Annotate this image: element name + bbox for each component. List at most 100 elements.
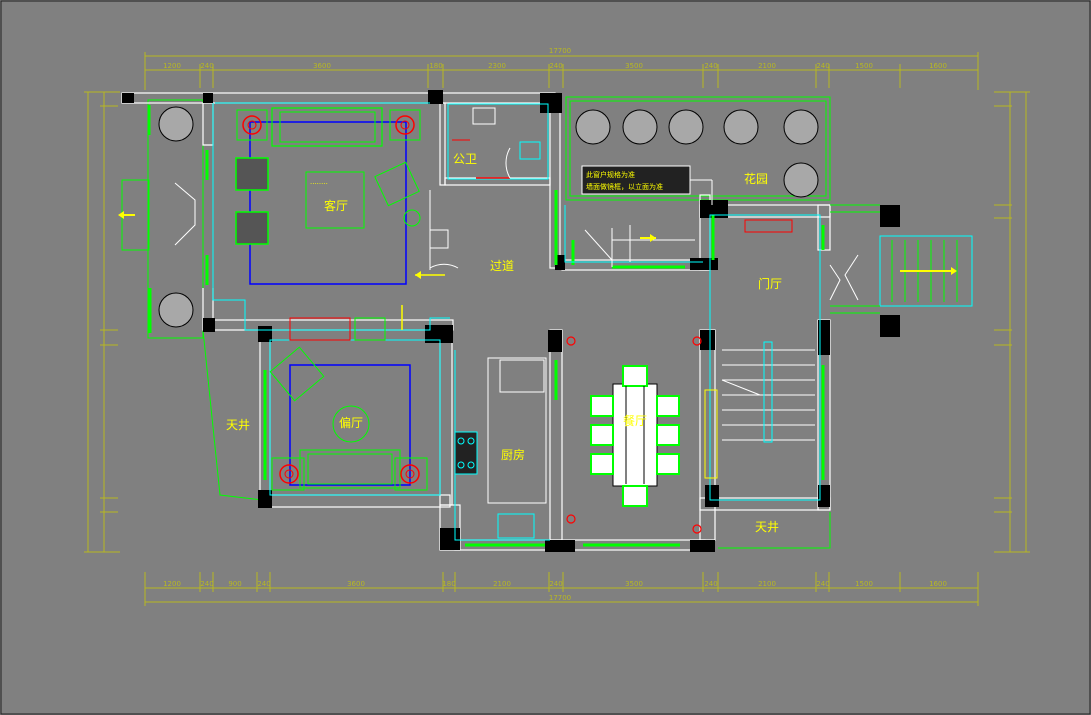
dining-chair-icon <box>622 485 648 507</box>
dim-label: 180 <box>442 580 455 588</box>
red-cabinet <box>744 219 793 233</box>
cyan-outlines <box>212 102 973 541</box>
wall-light-icon <box>692 524 702 534</box>
dining-chair-icon <box>656 453 680 475</box>
side-table-right <box>394 457 428 491</box>
wall-light-icon <box>566 514 576 524</box>
dim-label: 3600 <box>313 62 331 70</box>
dim-label: 3500 <box>625 580 643 588</box>
wall-light-icon <box>566 336 576 346</box>
windows <box>147 105 825 547</box>
side-table-right <box>389 109 421 141</box>
arrow-icon <box>415 271 421 279</box>
burner-icon <box>457 461 465 469</box>
dim-label: 900 <box>228 580 241 588</box>
corridor-elements <box>401 190 459 330</box>
burner-icon <box>467 461 475 469</box>
dim-label: 240 <box>200 62 213 70</box>
top-segment-labels: 1200 240 3600 180 2300 240 3500 240 2100… <box>163 62 947 70</box>
door-swing <box>505 147 511 179</box>
tree-icon <box>723 109 759 145</box>
kitchen-counter <box>487 357 547 504</box>
dim-label: 1200 <box>163 580 181 588</box>
room-label-patio-right: 天井 <box>755 520 779 534</box>
upper-stairs <box>584 225 695 267</box>
cabinet-green <box>354 317 386 341</box>
garden-boundary <box>147 96 831 549</box>
room-label-dining: 餐厅 <box>623 413 647 428</box>
side-dimensions <box>84 91 1030 553</box>
lounge-chair-icon <box>269 346 325 402</box>
wall-light-icon <box>692 336 702 346</box>
tree-icon <box>158 106 194 142</box>
dining-chair-icon <box>622 365 648 387</box>
top-total-dimension: 17700 <box>549 47 571 55</box>
toilet-icon <box>519 141 541 160</box>
round-table <box>332 405 370 443</box>
lamp-icon <box>242 115 262 135</box>
dim-label: 2100 <box>493 580 511 588</box>
dim-label: 3600 <box>347 580 365 588</box>
room-label-lounge: 偏厅 <box>339 415 363 430</box>
room-label-bathroom: 公卫 <box>453 152 477 166</box>
garden-note-line-1: 此窗户规格为准 <box>586 170 635 179</box>
dim-label: 240 <box>200 580 213 588</box>
room-label-foyer: 门厅 <box>758 276 782 291</box>
room-label-garden: 花园 <box>744 171 768 186</box>
armchair-icon <box>235 157 269 191</box>
garden-note-box: 此窗户规格为准 墙面做镜框，以立面为准 <box>581 165 713 205</box>
arrow-icon <box>951 267 957 275</box>
dim-label: 240 <box>704 62 717 70</box>
foyer-door <box>829 254 859 301</box>
sofa-icon <box>271 107 383 147</box>
stair-arrows <box>415 234 957 279</box>
dim-label: 240 <box>704 580 717 588</box>
dim-label: 240 <box>549 580 562 588</box>
side-table-left <box>236 109 268 141</box>
room-label-patio-left: 天井 <box>226 418 250 432</box>
dim-label: 240 <box>816 62 829 70</box>
bottom-dimensions <box>144 572 979 606</box>
dim-label: 180 <box>429 62 442 70</box>
stove-icon <box>454 431 478 475</box>
room-label-living: 客厅 <box>324 198 348 213</box>
dim-label: 240 <box>257 580 270 588</box>
room-label-corridor: 过道 <box>490 259 514 273</box>
dim-label: 1600 <box>929 580 947 588</box>
living-rug <box>249 121 407 285</box>
coffee-table <box>305 171 365 229</box>
dim-label: 240 <box>816 580 829 588</box>
lounge-rug <box>289 364 411 486</box>
tree-icon <box>622 109 658 145</box>
arrow-icon <box>118 211 124 219</box>
lower-stairs <box>721 349 815 441</box>
dim-label: 1600 <box>929 62 947 70</box>
lamp-icon-inner <box>405 469 415 479</box>
kitchen-fixtures <box>454 357 547 539</box>
room-label-kitchen: 厨房 <box>501 447 525 462</box>
dining-chair-icon <box>590 395 614 417</box>
garden-trees <box>158 106 819 328</box>
bottom-segment-labels: 1200 240 900 240 3600 180 2100 240 3500 … <box>163 580 947 588</box>
kitchen-sink-icon <box>497 513 535 539</box>
wall-lights <box>566 336 702 534</box>
fridge-icon <box>499 359 545 393</box>
dim-label: 1500 <box>855 580 873 588</box>
lamp-icon-inner <box>400 120 410 130</box>
tree-icon <box>575 109 611 145</box>
tree-icon <box>783 162 819 198</box>
wall-columns <box>122 90 900 552</box>
dining-furniture <box>590 365 680 507</box>
dim-label: 1200 <box>163 62 181 70</box>
dining-chair-icon <box>590 424 614 446</box>
dining-table <box>612 383 658 487</box>
dim-label: 2100 <box>758 62 776 70</box>
armchair-icon <box>235 211 269 245</box>
lamp-icon-inner <box>284 469 294 479</box>
bottom-total-dimension: 17700 <box>549 594 571 602</box>
tree-icon <box>158 292 194 328</box>
sink-icon <box>472 107 496 125</box>
arrow-icon <box>650 234 656 242</box>
